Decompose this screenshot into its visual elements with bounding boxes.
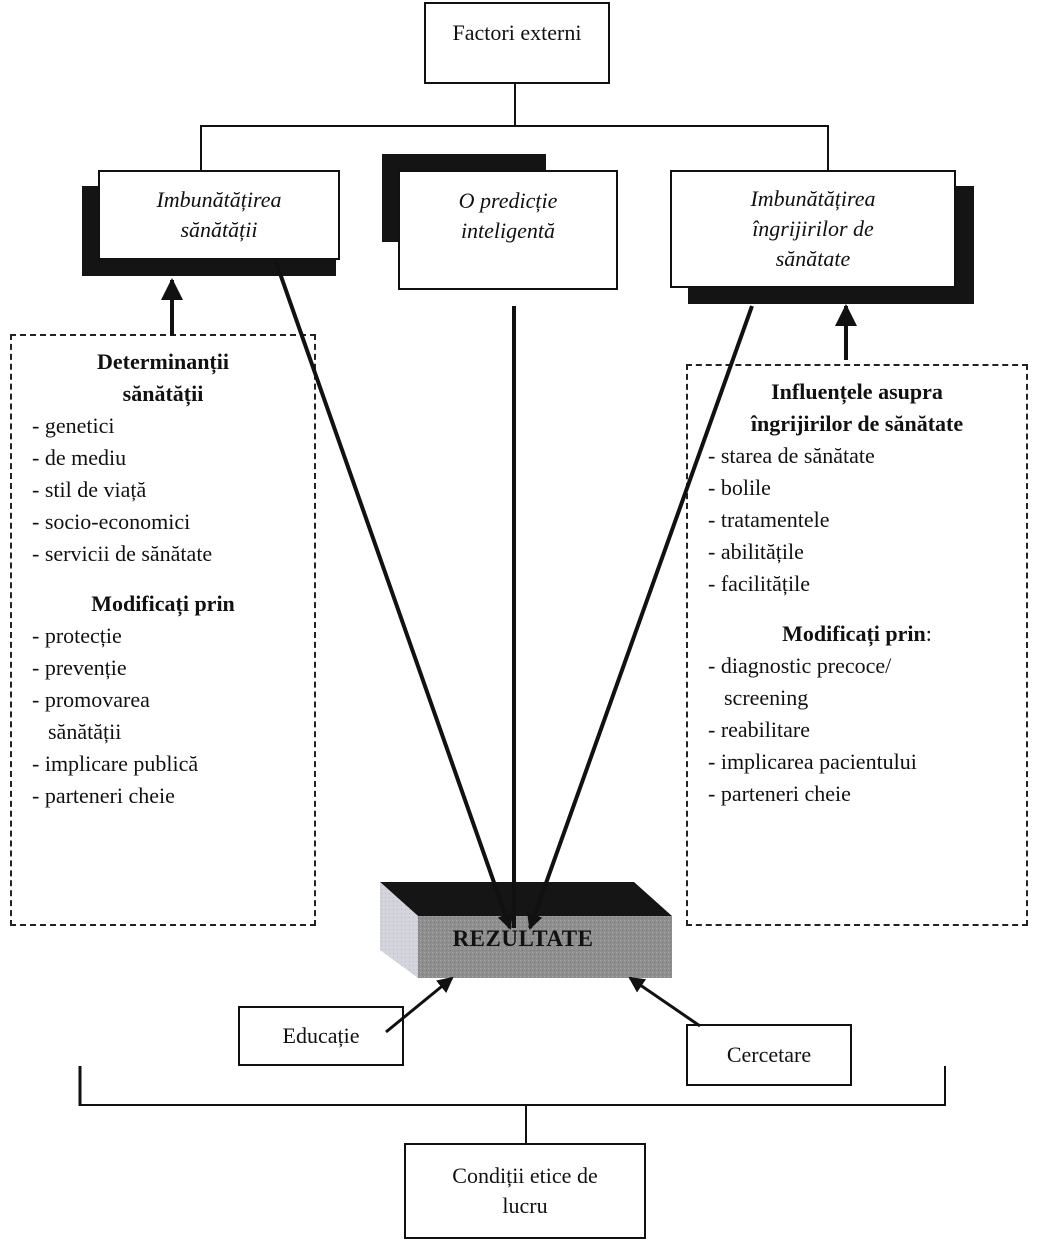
determinant-item: - stil de viață xyxy=(32,477,147,502)
influences-heading-2: îngrijirilor de sănătate xyxy=(750,411,964,436)
branch-3-line-3: sănătate xyxy=(775,246,851,271)
determinants-heading-2: sănătății xyxy=(122,381,204,406)
rezultate-top-face xyxy=(380,882,672,916)
educatie-box: Educație xyxy=(238,1006,404,1066)
left-modified-item: - protecție xyxy=(32,623,122,648)
conditii-line-2: lucru xyxy=(502,1193,548,1218)
branch-3-line-1: Imbunătățirea xyxy=(750,186,876,211)
determinant-item: - servicii de sănătate xyxy=(32,541,213,566)
determinant-item: - genetici xyxy=(32,413,115,438)
educatie-label: Educație xyxy=(282,1023,360,1048)
branch-3-line-2: îngrijirilor de xyxy=(752,216,874,241)
cercetare-box: Cercetare xyxy=(686,1024,852,1086)
branch-box-smart-prediction: O predicție inteligentă xyxy=(398,170,618,290)
left-modified-item: - implicare publică xyxy=(32,751,199,776)
conditii-line-1: Condiții etice de xyxy=(452,1163,598,1188)
cercetare-label: Cercetare xyxy=(726,1042,812,1067)
branch-box-health-improvement: Imbunătățirea sănătății xyxy=(98,170,340,260)
right-modified-heading-row: Modificați prin: xyxy=(702,618,1012,650)
determinant-item: - de mediu xyxy=(32,445,127,470)
determinant-item: - socio-economici xyxy=(32,509,191,534)
branch-box-care-improvement: Imbunătățirea îngrijirilor de sănătate xyxy=(670,170,956,288)
influences-heading-1: Influențele asupra xyxy=(771,379,943,404)
left-modified-item: - parteneri cheie xyxy=(32,783,175,808)
branch-1-line-2: sănătății xyxy=(180,217,258,242)
conditii-etice-box: Condiții etice de lucru xyxy=(404,1143,646,1239)
factori-externi-box: Factori externi xyxy=(424,2,610,84)
rezultate-label: REZULTATE xyxy=(452,926,594,951)
right-modified-heading: Modificați prin xyxy=(782,621,926,646)
branch-1-line-1: Imbunătățirea xyxy=(156,187,282,212)
determinants-heading-1: Determinanții xyxy=(97,349,229,374)
right-modified-colon: : xyxy=(925,621,932,646)
left-modified-item: - promovarea xyxy=(32,687,150,712)
left-modified-item-continuation: sănătății xyxy=(48,719,122,744)
left-modified-heading: Modificați prin xyxy=(91,591,235,616)
factori-externi-label: Factori externi xyxy=(452,20,582,45)
left-modified-item: - prevenție xyxy=(32,655,127,680)
branch-2-line-2: inteligentă xyxy=(460,218,556,243)
branch-2-line-1: O predicție xyxy=(458,188,558,213)
